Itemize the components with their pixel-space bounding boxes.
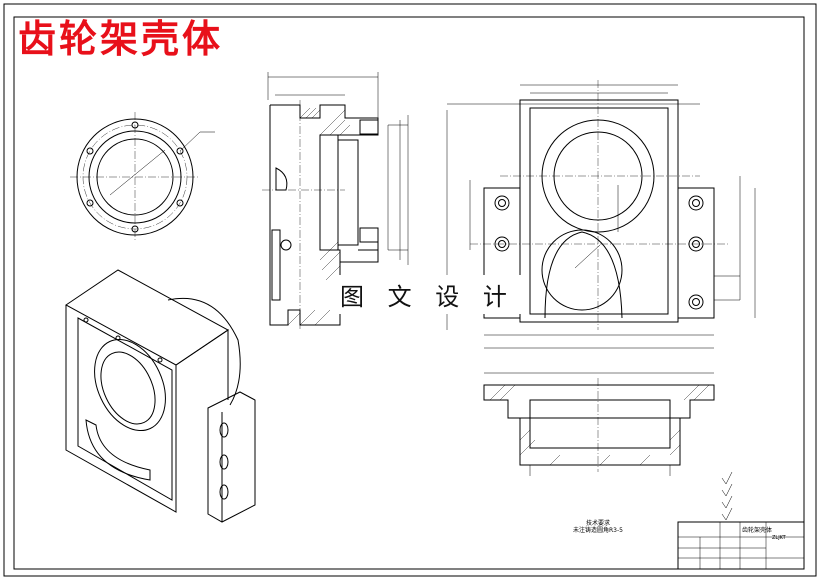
drawing-title: 齿轮架壳体 [18,17,224,61]
side-section-view [262,72,409,330]
title-block-name: 齿轮架壳体 [742,527,773,534]
title-block-code: ZLJKT [772,535,786,541]
flange-view [70,112,215,242]
front-view [446,80,756,349]
technical-note: 技术要求 未注铸造圆角R3-5 [568,520,628,534]
watermark: 图 文 设 计 [334,275,521,314]
outer-border [3,3,817,577]
technical-note-heading: 技术要求 [585,520,610,527]
isometric-view [65,269,256,523]
title-block [677,521,805,570]
inner-border [13,16,805,570]
technical-note-body: 未注铸造圆角R3-5 [573,527,623,534]
section-view-a-a [483,372,715,476]
roughness-legend [721,471,733,521]
